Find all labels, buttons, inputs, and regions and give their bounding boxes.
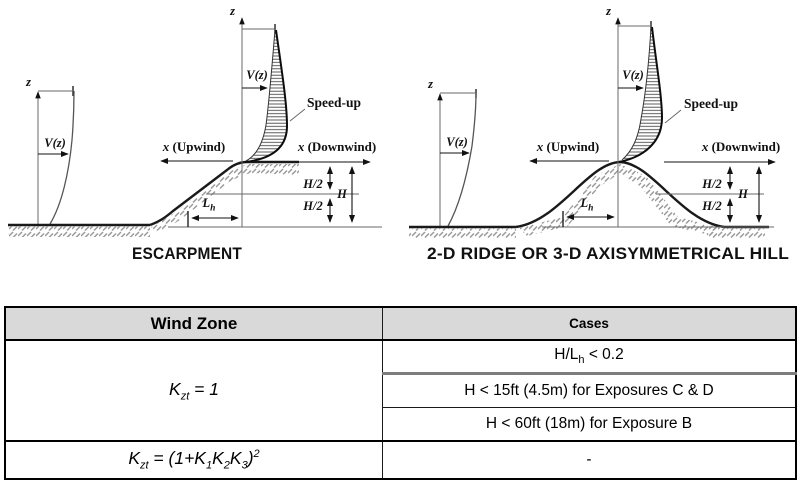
speedup-profile-curve bbox=[618, 26, 664, 163]
cases-header: Cases bbox=[382, 306, 797, 341]
l-symbol: L bbox=[202, 196, 211, 210]
lh-dimension: Lh bbox=[562, 196, 615, 227]
h-label: H bbox=[737, 187, 749, 201]
ridge-hill-diagram: z V(z) z V(z) Speed-up bbox=[409, 4, 789, 263]
x-upwind-label: x (Upwind) bbox=[162, 139, 226, 154]
speed-up-leader bbox=[664, 109, 682, 124]
downwind-text: (Downwind) bbox=[304, 139, 376, 154]
reference-profile-curve bbox=[621, 26, 652, 161]
case-15ft: H < 15ft (4.5m) for Exposures C & D bbox=[382, 372, 797, 408]
x-symbol: x bbox=[701, 139, 709, 154]
slope-hatch bbox=[151, 164, 299, 233]
case-text: < 0.2 bbox=[584, 346, 624, 364]
height-dimensions: H/2 H H/2 bbox=[542, 166, 774, 228]
formula-sub-3: 3 bbox=[241, 459, 248, 472]
crest-wind-profile: z V(z) Speed-up bbox=[229, 4, 361, 227]
wind-zone-header: Wind Zone bbox=[4, 306, 383, 341]
z-axis-label: z bbox=[427, 77, 433, 91]
case-sub-h: h bbox=[578, 354, 585, 367]
reference-profile-curve bbox=[245, 29, 276, 162]
table-row: Kzt = 1 H/Lh < 0.2 bbox=[4, 339, 797, 442]
upwind-text: (Upwind) bbox=[169, 139, 225, 154]
speedup-profile-curve bbox=[244, 29, 289, 163]
formula-k: K bbox=[229, 448, 242, 469]
formula-close: ) bbox=[247, 448, 254, 469]
z-axis-label: z bbox=[229, 4, 235, 18]
x-axes: x (Upwind) x (Downwind) bbox=[160, 139, 376, 166]
topographic-factor-table: Wind Zone Cases Kzt = 1 H/Lh < 0.2 H < 1… bbox=[4, 306, 797, 480]
hill-hatch bbox=[519, 164, 721, 236]
speedup-hatch-area bbox=[247, 30, 287, 161]
l-subscript: h bbox=[588, 204, 593, 214]
speed-up-label: Speed-up bbox=[307, 95, 361, 110]
vz-label: V(z) bbox=[44, 136, 66, 150]
upstream-wind-profile: z V(z) bbox=[427, 77, 477, 227]
formula-sub-2: 2 bbox=[223, 459, 230, 472]
vz-label: V(z) bbox=[446, 135, 468, 149]
vz-label: V(z) bbox=[622, 68, 644, 82]
h2-lower-label: H/2 bbox=[701, 199, 721, 213]
velocity-profile-curve bbox=[447, 92, 477, 227]
case-60ft: H < 60ft (18m) for Exposure B bbox=[382, 407, 797, 442]
kzt-equals-1-cell: Kzt = 1 bbox=[4, 339, 383, 442]
ground-hatch-left bbox=[409, 228, 516, 238]
table-row: H < 15ft (4.5m) for Exposures C & D bbox=[5, 372, 797, 408]
x-symbol: x bbox=[297, 139, 305, 154]
formula-k: K bbox=[169, 378, 181, 399]
h2-upper-label: H/2 bbox=[302, 177, 322, 191]
formula-sup-2: 2 bbox=[253, 448, 260, 461]
table-row: Kzt = (1+K1K2K3)2 - bbox=[4, 440, 797, 480]
crest-wind-profile: z V(z) Speed-up bbox=[605, 4, 738, 227]
kzt-formula-cell: Kzt = (1+K1K2K3)2 bbox=[4, 440, 383, 480]
formula-mid: = (1+K bbox=[148, 448, 206, 469]
escarpment-surface bbox=[149, 160, 299, 227]
formula-sub-zt: zt bbox=[140, 459, 149, 472]
velocity-profile-curve bbox=[49, 90, 75, 225]
formula-k: K bbox=[128, 448, 140, 469]
case-text: H/L bbox=[554, 346, 579, 364]
z-axis-label: z bbox=[25, 75, 31, 89]
escarpment-caption: ESCARPMENT bbox=[132, 244, 242, 263]
ground-hatch-right bbox=[707, 228, 765, 238]
lh-label: Lh bbox=[580, 196, 594, 214]
escarpment-diagram: z V(z) z V(z) Speed-up bbox=[8, 4, 382, 263]
speedup-hatch-area bbox=[621, 27, 662, 161]
h-label: H bbox=[336, 187, 348, 201]
z-axis-label: z bbox=[605, 4, 611, 18]
ridge-hill-caption: 2-D RIDGE OR 3-D AXISYMMETRICAL HILL bbox=[427, 244, 789, 263]
case-dash: - bbox=[382, 440, 797, 480]
escarpment-terrain bbox=[8, 160, 299, 237]
lh-dimension: Lh bbox=[187, 196, 239, 227]
height-dimensions: H/2 H H/2 bbox=[168, 166, 382, 228]
speed-up-leader bbox=[289, 108, 306, 122]
h2-upper-label: H/2 bbox=[701, 177, 721, 191]
h2-lower-label: H/2 bbox=[302, 199, 322, 213]
formula-rest: = 1 bbox=[189, 378, 219, 399]
ground-hatch bbox=[8, 226, 150, 237]
case-h-over-lh: H/Lh < 0.2 bbox=[382, 339, 797, 374]
speed-up-label: Speed-up bbox=[684, 96, 738, 111]
x-downwind-label: x (Downwind) bbox=[701, 139, 780, 154]
table-row: H < 60ft (18m) for Exposure B bbox=[5, 407, 797, 442]
vz-label: V(z) bbox=[246, 68, 268, 82]
x-symbol: x bbox=[162, 139, 170, 154]
formula-sub-1: 1 bbox=[205, 459, 213, 472]
downwind-text: (Downwind) bbox=[708, 139, 780, 154]
table-header-row: Wind Zone Cases bbox=[4, 306, 797, 341]
x-symbol: x bbox=[536, 139, 544, 154]
x-downwind-label: x (Downwind) bbox=[297, 139, 376, 154]
l-symbol: L bbox=[580, 196, 589, 210]
formula-k: K bbox=[212, 448, 224, 469]
formula-sub-zt: zt bbox=[180, 390, 190, 403]
upstream-wind-profile: z V(z) bbox=[25, 75, 75, 225]
lh-label: Lh bbox=[202, 196, 216, 214]
x-upwind-label: x (Upwind) bbox=[536, 139, 600, 154]
x-axes: x (Upwind) x (Downwind) bbox=[529, 139, 780, 166]
l-subscript: h bbox=[210, 204, 215, 214]
upwind-text: (Upwind) bbox=[543, 139, 599, 154]
